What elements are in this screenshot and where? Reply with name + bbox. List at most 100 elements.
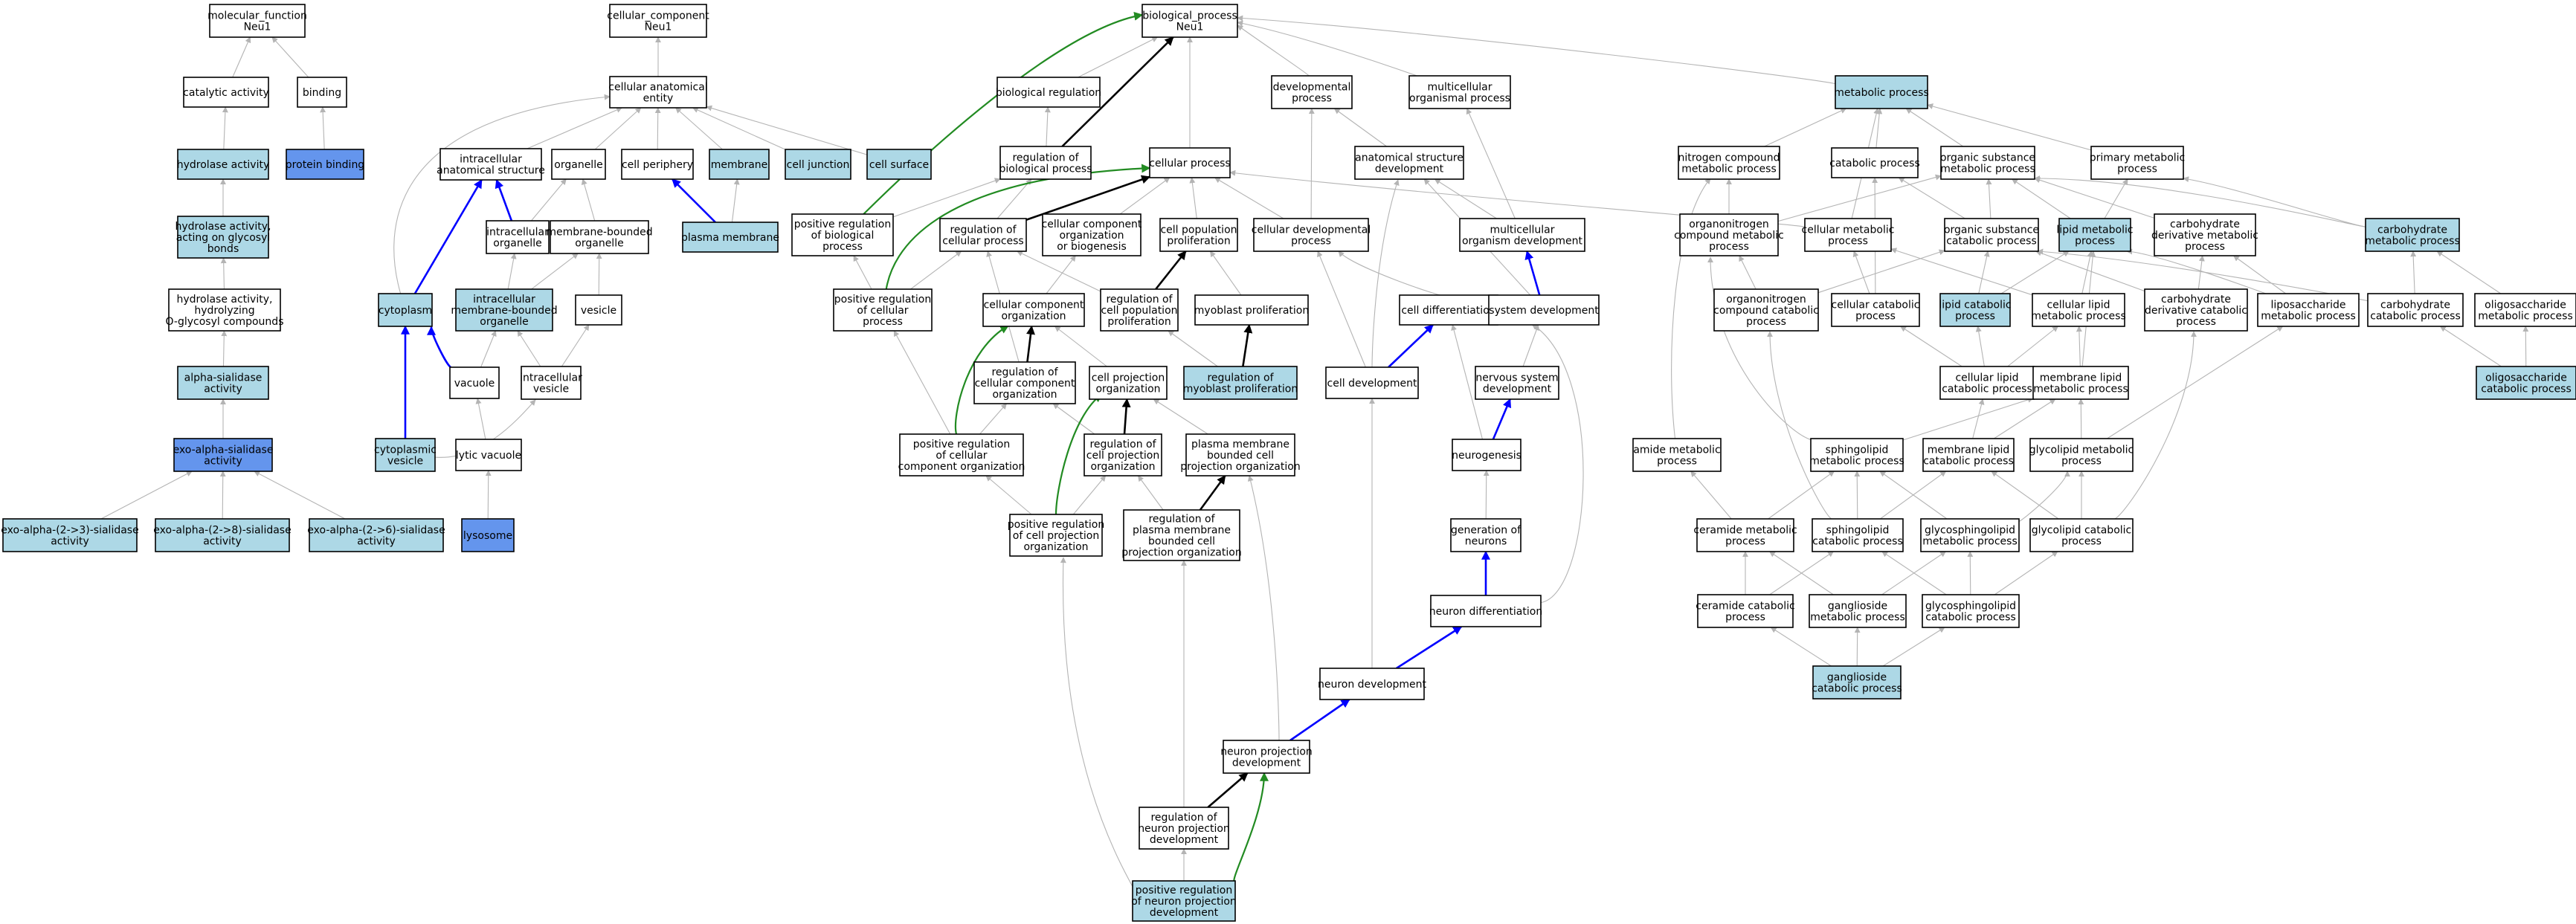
- go-term-node-protbind[interactable]: protein binding: [286, 149, 364, 180]
- go-term-node-lyticvac[interactable]: lytic vacuole: [455, 439, 522, 471]
- go-term-node-membrane[interactable]: membrane: [709, 149, 770, 180]
- go-term-node-cellsurf[interactable]: cell surface: [866, 149, 932, 180]
- go-term-node-celldiff[interactable]: cell differentiation: [1399, 294, 1498, 326]
- go-term-node-celldev[interactable]: cell development: [1325, 366, 1419, 399]
- go-term-node-organelle[interactable]: organelle: [551, 149, 606, 180]
- go-term-node-vesicle[interactable]: vesicle: [575, 294, 622, 326]
- go-term-node-sysdev[interactable]: system development: [1488, 294, 1600, 326]
- go-term-node-catab[interactable]: catabolic process: [1829, 147, 1920, 178]
- go-term-node-cytoplasm[interactable]: cytoplasm: [378, 293, 433, 327]
- go-term-node-bioreg[interactable]: biological regulation: [996, 77, 1101, 108]
- go-term-node-hydoglyco[interactable]: hydrolase activity,hydrolyzingO-glycosyl…: [166, 288, 284, 332]
- go-term-node-celljunc[interactable]: cell junction: [785, 149, 851, 180]
- go-term-node-neurdev[interactable]: neuron development: [1318, 668, 1427, 700]
- go-term-node-catalytic[interactable]: catalytic activity: [183, 77, 269, 108]
- go-term-node-cperiph[interactable]: cell periphery: [621, 149, 694, 180]
- go-term-node-hydglyco[interactable]: hydrolase activity,acting on glycosylbon…: [176, 216, 271, 259]
- go-term-node-neurdiff[interactable]: neuron differentiation: [1429, 595, 1542, 627]
- go-term-node-vacuole[interactable]: vacuole: [449, 366, 500, 399]
- go-term-node-pmem[interactable]: plasma membrane: [681, 222, 779, 253]
- go-term-node-neurogen[interactable]: neurogenesis: [1452, 439, 1522, 471]
- go-term-node-lysosome[interactable]: lysosome: [461, 518, 515, 552]
- go-term-node-binding[interactable]: binding: [297, 77, 347, 108]
- go-term-node-metproc[interactable]: metabolic process: [1834, 75, 1929, 109]
- go-term-node-cellproc[interactable]: cellular process: [1149, 147, 1231, 178]
- go-term-node-hydrolase[interactable]: hydrolase activity: [177, 149, 270, 180]
- go-term-node-myoprolif[interactable]: myoblast proliferation: [1194, 294, 1309, 326]
